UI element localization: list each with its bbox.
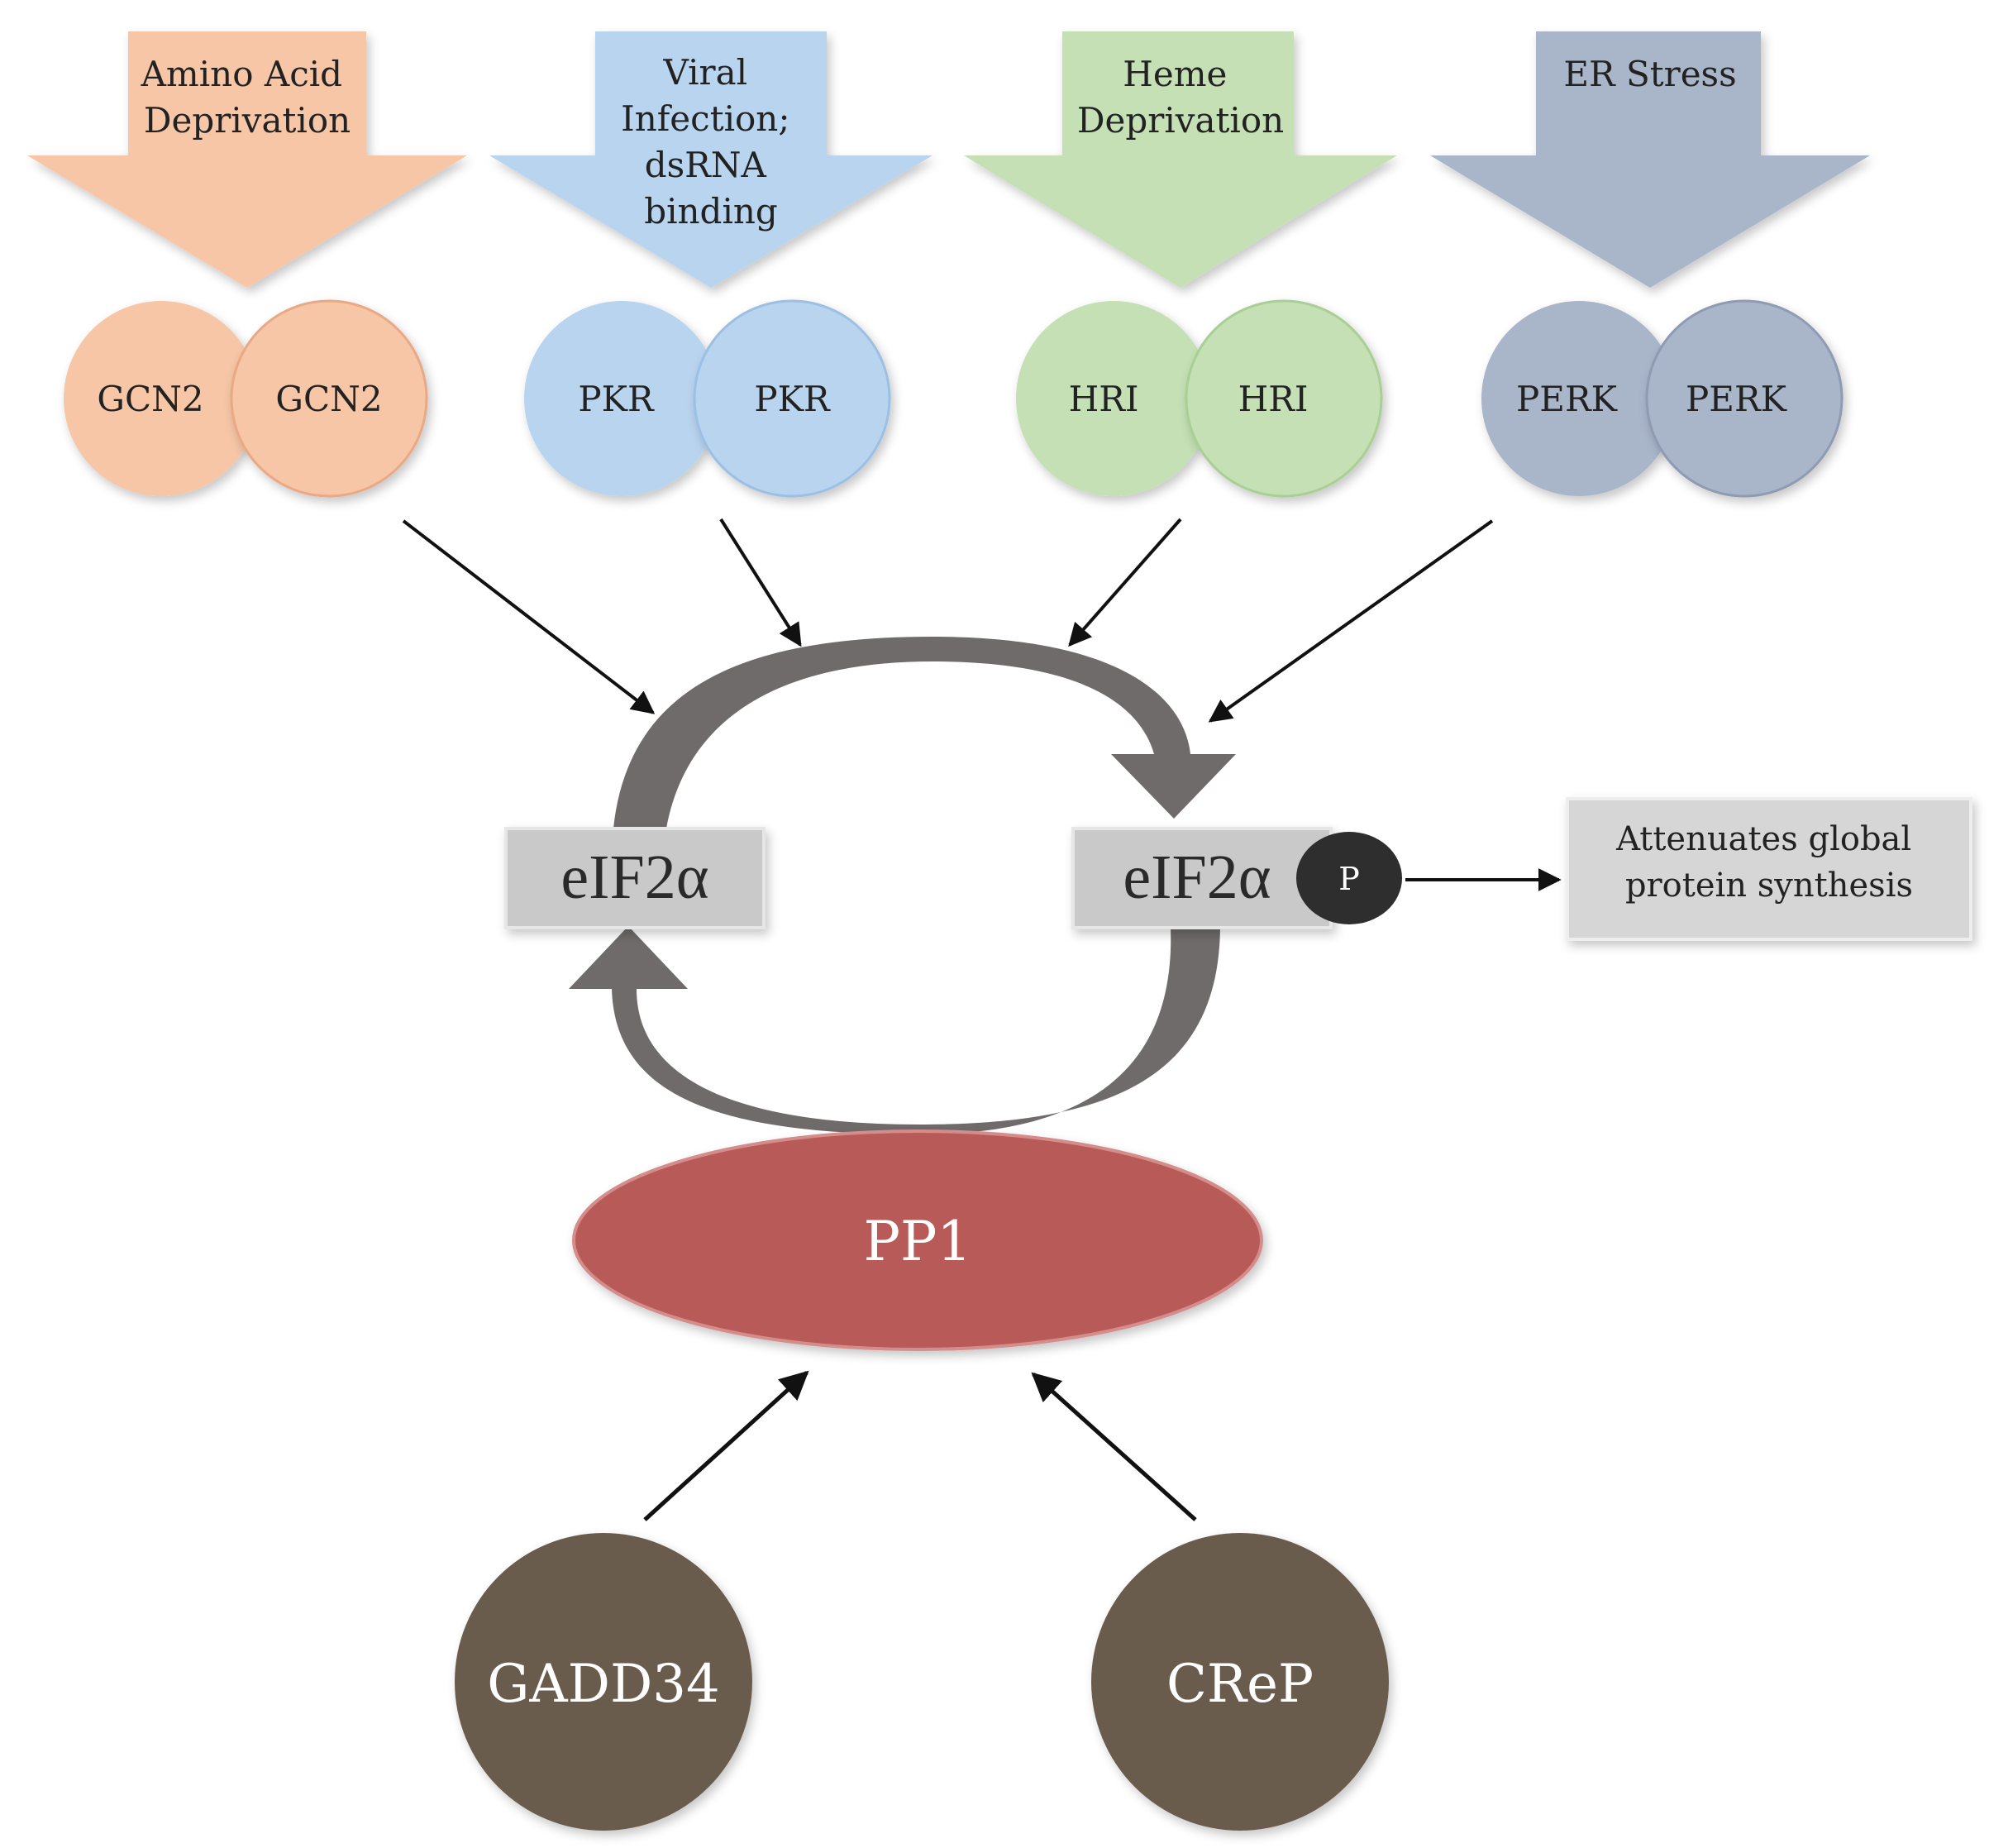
cycle-arrows bbox=[569, 637, 1236, 1134]
arrow-perk-to-eif2a bbox=[1208, 519, 1494, 723]
kinase-label-right: PERK bbox=[1686, 379, 1788, 419]
eif2a-label-right: eIF2α bbox=[1123, 843, 1271, 912]
kinase-circle-right bbox=[693, 299, 891, 498]
gadd34-circle bbox=[455, 1533, 752, 1831]
kinase-dimer-hri: HRI HRI bbox=[1016, 299, 1383, 498]
arrow-gadd34-to-pp1 bbox=[643, 1370, 809, 1521]
regulator-gadd34: GADD34 bbox=[455, 1533, 752, 1831]
kinase-label-left: GCN2 bbox=[97, 379, 203, 419]
kinase-circle-right bbox=[230, 299, 428, 498]
svg-text:Attenuates global protei: Attenuates global protein synthesis bbox=[1615, 820, 1922, 905]
phosphate-group-icon bbox=[1296, 832, 1402, 924]
kinase-circle-left bbox=[64, 301, 259, 496]
stress-arrow-shape bbox=[1430, 31, 1870, 288]
outcome-line2: protein synthesis bbox=[1625, 867, 1913, 905]
kinase-dimer-gcn2: GCN2 GCN2 bbox=[64, 299, 428, 498]
stress-label-line1: Amino Acid bbox=[141, 54, 342, 94]
kinase-dimer-perk: PERK PERK bbox=[1481, 299, 1844, 498]
kinase-circle-left bbox=[1016, 301, 1211, 496]
kinase-circle-right bbox=[1645, 299, 1844, 498]
stress-label-line1: Heme bbox=[1123, 54, 1227, 94]
eif2a-label-left: eIF2α bbox=[560, 843, 708, 912]
arrow-crep-to-pp1 bbox=[1031, 1372, 1197, 1521]
kinase-circle-left bbox=[524, 301, 719, 496]
stress-arrow-shape bbox=[489, 31, 932, 288]
kinase-circle-right bbox=[1185, 299, 1383, 498]
gadd34-label: GADD34 bbox=[487, 1654, 719, 1715]
outcome-line1: Attenuates global bbox=[1615, 820, 1911, 858]
arrow-gcn2-to-eif2a bbox=[402, 519, 656, 714]
stress-label-line2: Deprivation bbox=[1077, 100, 1284, 141]
svg-text:Heme Deprivation: Heme Deprivation bbox=[1077, 54, 1284, 141]
outcome-box-shape bbox=[1566, 797, 1972, 941]
cycle-arrow-bottom bbox=[569, 926, 1220, 1134]
kinase-label-left: HRI bbox=[1069, 379, 1139, 419]
stress-arrow-viral-infection: Viral Infection; dsRNA binding bbox=[489, 31, 932, 288]
stress-label-line2: Infection; bbox=[621, 98, 789, 139]
stress-label-line3: dsRNA bbox=[645, 145, 767, 185]
svg-text:Amino Acid Deprivation: Amino Acid Deprivation bbox=[141, 54, 354, 141]
stress-label-line1: ER Stress bbox=[1563, 54, 1736, 94]
kinase-label-right: GCN2 bbox=[275, 379, 382, 419]
pp1-phosphatase: PP1 bbox=[572, 1129, 1263, 1351]
kinase-label-right: HRI bbox=[1238, 379, 1309, 419]
stress-arrow-heme-deprivation: Heme Deprivation bbox=[964, 31, 1397, 288]
kinase-arrows bbox=[402, 518, 1494, 723]
stress-arrow-shape bbox=[27, 31, 467, 288]
stress-label-line1: Viral bbox=[663, 52, 748, 93]
kinase-label-left: PKR bbox=[578, 379, 655, 419]
eif2a-phosphorylated: eIF2α P bbox=[1071, 827, 1402, 929]
arrow-hri-to-eif2a bbox=[1068, 518, 1182, 647]
eif2a-unphosphorylated: eIF2α bbox=[504, 827, 766, 929]
kinase-circle-left bbox=[1481, 301, 1677, 496]
stress-arrow-er-stress: ER Stress bbox=[1430, 31, 1870, 288]
arrow-pkr-to-eif2a bbox=[719, 518, 802, 647]
stress-arrow-amino-acid: Amino Acid Deprivation bbox=[27, 31, 467, 288]
kinase-label-right: PKR bbox=[754, 379, 831, 419]
regulator-arrows bbox=[643, 1370, 1197, 1521]
crep-circle bbox=[1091, 1533, 1389, 1831]
stress-label-line2: Deprivation bbox=[144, 100, 351, 141]
cycle-arrow-top bbox=[613, 637, 1236, 828]
phosphate-label: P bbox=[1338, 861, 1360, 897]
crep-label: CReP bbox=[1166, 1654, 1314, 1715]
kinase-label-left: PERK bbox=[1516, 379, 1619, 419]
pp1-ellipse bbox=[572, 1129, 1263, 1351]
stress-arrow-shape bbox=[964, 31, 1397, 288]
stress-label-line4: binding bbox=[644, 191, 778, 232]
eif2a-box-left bbox=[504, 827, 766, 929]
regulator-crep: CReP bbox=[1091, 1533, 1389, 1831]
eif2a-box-right bbox=[1071, 827, 1333, 929]
svg-text:ER Stress: ER Stress bbox=[1563, 54, 1736, 94]
svg-text:Viral Infection; d: Viral Infection; dsRNA binding bbox=[621, 52, 801, 232]
outcome-box: Attenuates global protein synthesis bbox=[1566, 797, 1972, 941]
kinase-dimer-pkr: PKR PKR bbox=[524, 299, 891, 498]
pp1-label: PP1 bbox=[864, 1210, 972, 1273]
